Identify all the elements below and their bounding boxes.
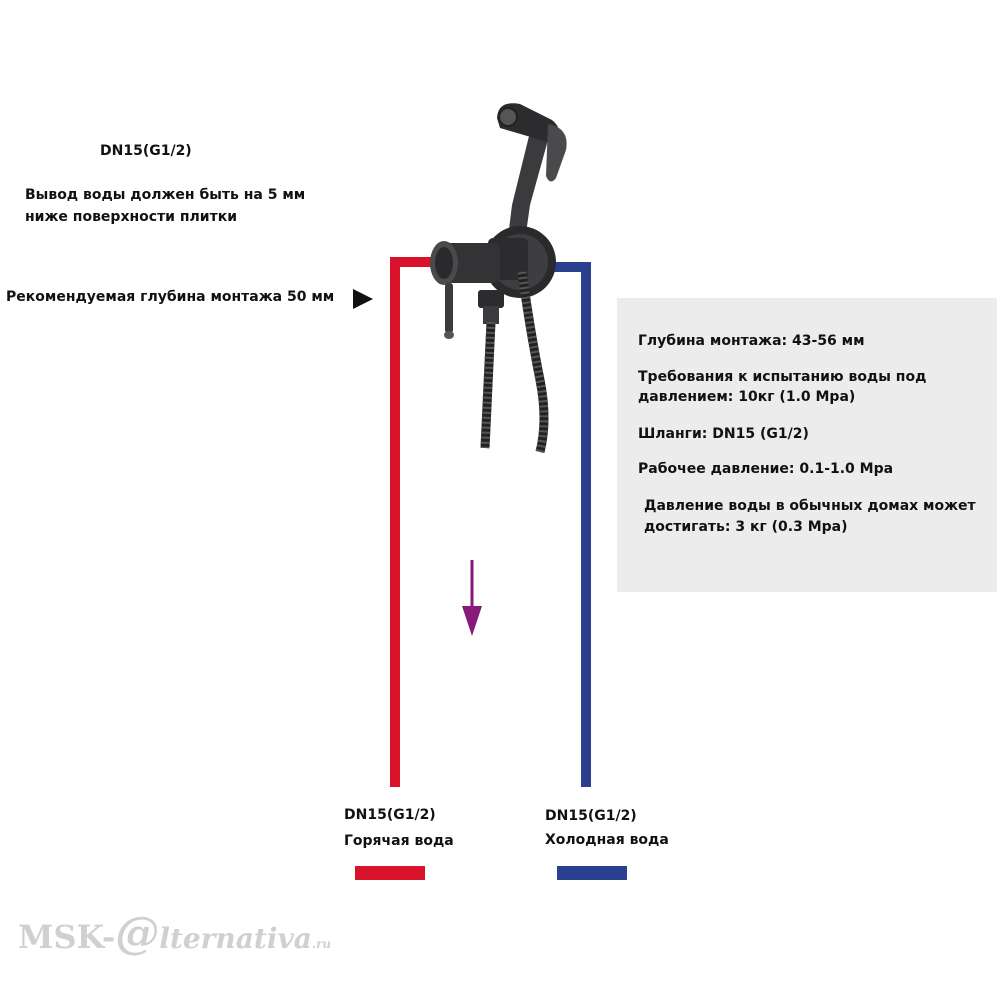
spec-home-pressure-line2: достигать: 3 кг (0.3 Mpa) [644,519,848,535]
spec-depth: Глубина монтажа: 43-56 мм [638,333,865,349]
cold-legend-swatch [557,866,627,880]
spec-home-pressure-line1: Давление воды в обычных домах может [644,498,976,514]
spec-test-line1: Требования к испытанию воды под [638,369,927,385]
hot-thread-label: DN15(G1/2) [344,807,436,823]
watermark-logo: MSK-@lternativa.ru [18,908,332,959]
cold-water-label: Холодная вода [545,832,669,848]
shower-mixer-image [430,103,567,454]
hot-water-label: Горячая вода [344,833,454,849]
depth-note: Рекомендуемая глубина монтажа 50 мм [6,289,335,305]
top-thread-label: DN15(G1/2) [100,143,192,159]
flow-direction-arrow [462,560,482,636]
outlet-note-line2: ниже поверхности плитки [25,209,238,225]
hot-legend-swatch [355,866,425,880]
cold-water-pipe [552,262,591,787]
spec-test-line2: давлением: 10кг (1.0 Mpa) [638,389,856,405]
outlet-note-line1: Вывод воды должен быть на 5 мм [25,187,306,203]
spec-hoses: Шланги: DN15 (G1/2) [638,426,809,442]
hot-water-pipe [390,257,440,787]
spec-working-pressure: Рабочее давление: 0.1-1.0 Mpa [638,461,894,477]
specifications-panel: Глубина монтажа: 43-56 мм Требования к и… [617,298,997,592]
depth-marker-arrow [353,289,373,309]
cold-thread-label: DN15(G1/2) [545,808,637,824]
